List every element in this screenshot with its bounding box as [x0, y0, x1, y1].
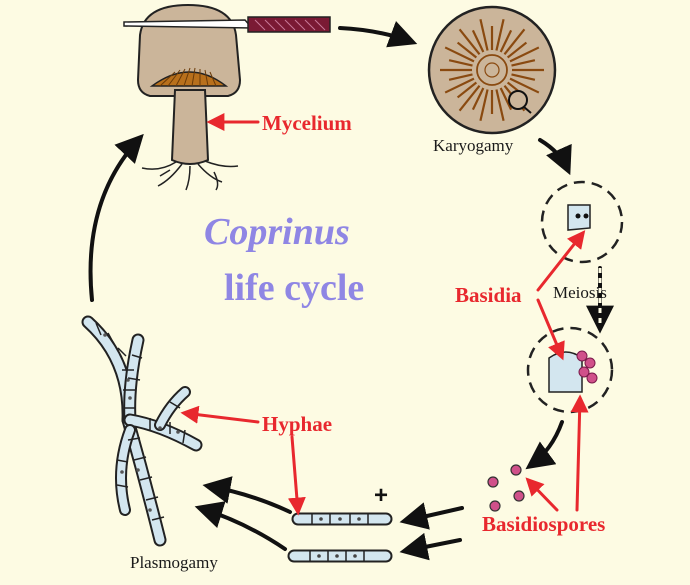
gill-ray [458, 28, 481, 56]
gill-ray [448, 73, 473, 81]
label-basidia: Basidia [455, 283, 522, 307]
label-karyogamy: Karyogamy [433, 136, 514, 155]
gill-ray [499, 29, 513, 53]
gill-ray [458, 84, 481, 112]
knife-illustration [123, 16, 331, 33]
gill-ray [471, 87, 485, 111]
basidium-mature [526, 326, 614, 414]
basidiospores-cluster [487, 464, 525, 512]
gill-ray [509, 46, 540, 63]
cycle-arrows [88, 21, 614, 561]
cap-cross-section [427, 5, 557, 135]
label-plasmogamy: Plasmogamy [130, 553, 218, 572]
gill-ray [479, 19, 489, 51]
label-mycelium: Mycelium [262, 111, 352, 135]
label-hyphae: Hyphae [262, 412, 333, 436]
gill-ray [506, 41, 528, 59]
gill-ray [503, 28, 526, 56]
mushroom-illustration [136, 3, 242, 191]
basidium-young [540, 180, 624, 264]
annotation-arrows [180, 113, 589, 516]
label-basidiospores: Basidiospores [482, 512, 606, 536]
gill-ray [511, 59, 536, 67]
gill-ray [509, 77, 540, 94]
gill-ray [495, 19, 505, 51]
gill-ray [471, 29, 485, 53]
gill-ray [499, 87, 513, 111]
gill-ray [456, 41, 478, 59]
diagram-title-line1: Coprinus [204, 211, 350, 253]
gill-ray [444, 77, 475, 94]
gill-ray [444, 46, 475, 63]
plus-sign: + [374, 482, 389, 509]
gill-ray [456, 81, 478, 99]
gill-ray [448, 59, 473, 67]
gill-ray [479, 89, 489, 121]
gill-ray [511, 73, 536, 81]
diagram-title-line2: life cycle [224, 267, 365, 309]
gill-ray [495, 89, 505, 121]
straight-hyphae [287, 512, 393, 563]
label-meiosis: Meiosis [553, 283, 607, 302]
branching-hyphae [81, 315, 203, 547]
